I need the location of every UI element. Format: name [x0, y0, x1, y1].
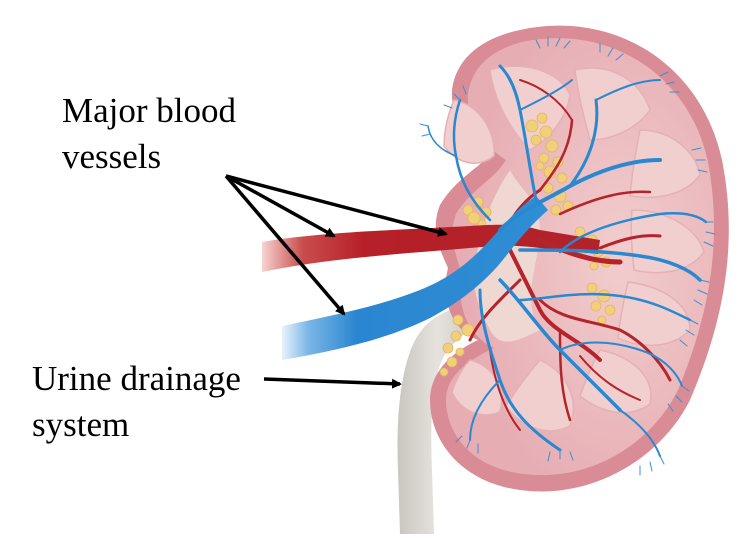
label-line: Urine drainage: [32, 356, 241, 402]
arrow-urine-to-ureter: [264, 379, 400, 384]
label-line: vessels: [62, 134, 236, 180]
arrow-blood-to-artery-right: [226, 176, 446, 234]
label-line: Major blood: [62, 88, 236, 134]
arrow-blood-to-artery-left: [226, 176, 334, 236]
label-urine-drainage-system: Urine drainage system: [32, 356, 241, 448]
label-major-blood-vessels: Major blood vessels: [62, 88, 236, 180]
label-line: system: [32, 402, 241, 448]
